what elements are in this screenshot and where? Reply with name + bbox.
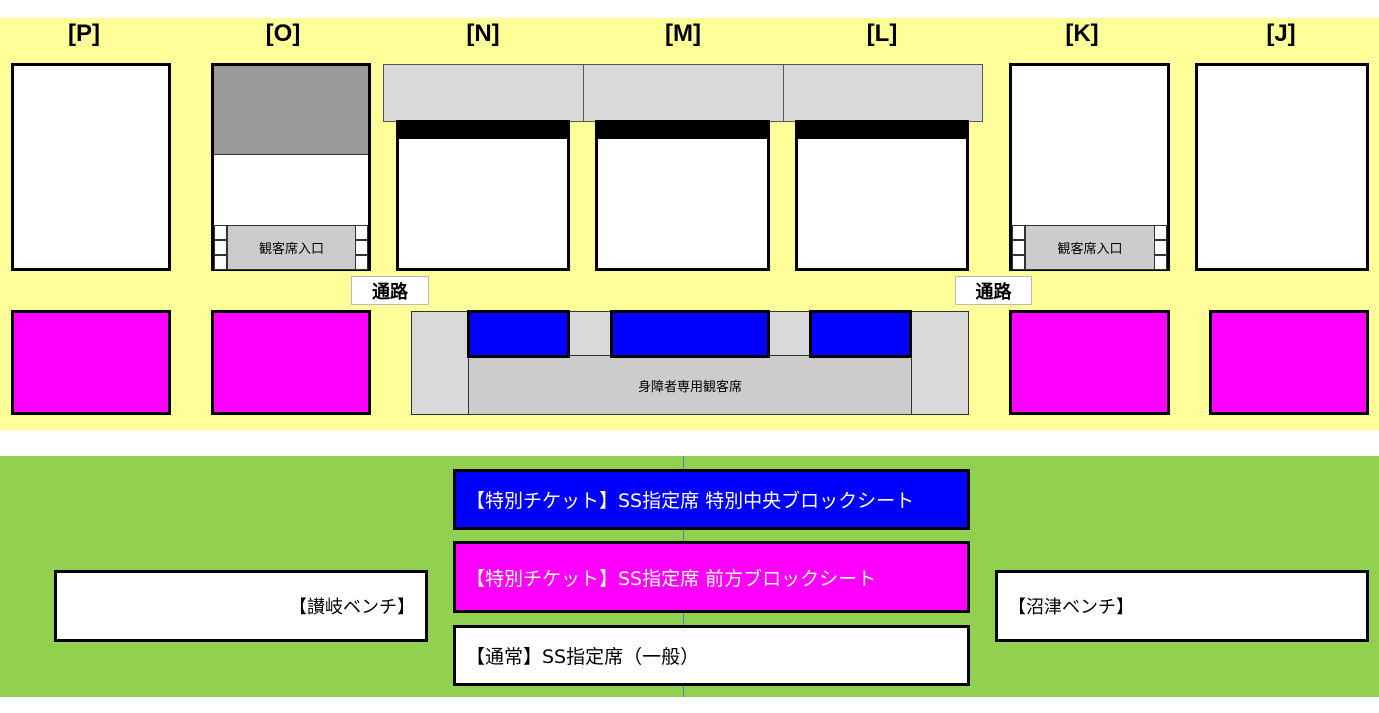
block-l[interactable] (795, 120, 969, 271)
step (1154, 225, 1167, 240)
center-block-l[interactable] (809, 310, 912, 358)
step (1154, 240, 1167, 255)
center-block-m[interactable] (610, 310, 770, 358)
entrance-k: 観客席入口 (1025, 225, 1155, 270)
step (355, 240, 368, 255)
bench-sanuki: 【讃岐ベンチ】 (54, 570, 428, 642)
aisle-label-left: 通路 (351, 276, 429, 305)
block-label-o: [O] (265, 20, 301, 47)
step (1154, 255, 1167, 270)
aisle-label-right: 通路 (955, 276, 1032, 305)
front-block-j[interactable] (1209, 310, 1369, 415)
block-n[interactable] (396, 120, 570, 271)
block-j[interactable] (1195, 63, 1369, 271)
block-m[interactable] (595, 120, 770, 271)
step (1012, 225, 1025, 240)
step (1012, 255, 1025, 270)
block-o-shaded (214, 66, 368, 155)
stage-structure (383, 64, 983, 122)
block-label-n: [N] (466, 20, 500, 47)
block-label-l: [L] (866, 20, 898, 47)
legend-special-center: 【特別チケット】SS指定席 特別中央ブロックシート (453, 469, 970, 530)
step (214, 255, 227, 270)
block-o[interactable]: 観客席入口 (211, 63, 371, 271)
step (214, 240, 227, 255)
block-label-j: [J] (1266, 20, 1296, 47)
step (214, 225, 227, 240)
legend-normal: 【通常】SS指定席（一般） (453, 625, 970, 686)
center-block-n[interactable] (467, 310, 570, 358)
block-p[interactable] (11, 63, 171, 271)
wheelchair-seating: 身障者専用観客席 (468, 355, 912, 415)
step (355, 255, 368, 270)
block-label-p: [P] (68, 20, 100, 47)
step (355, 225, 368, 240)
block-label-k: [K] (1065, 20, 1099, 47)
front-block-p[interactable] (11, 310, 171, 415)
block-k[interactable]: 観客席入口 (1009, 63, 1170, 271)
bench-numazu: 【沼津ベンチ】 (995, 570, 1369, 642)
front-block-o[interactable] (211, 310, 371, 415)
block-label-m: [M] (665, 20, 701, 47)
step (1012, 240, 1025, 255)
front-block-k[interactable] (1009, 310, 1170, 415)
entrance-o: 観客席入口 (227, 225, 356, 270)
legend-special-front: 【特別チケット】SS指定席 前方ブロックシート (453, 541, 970, 613)
